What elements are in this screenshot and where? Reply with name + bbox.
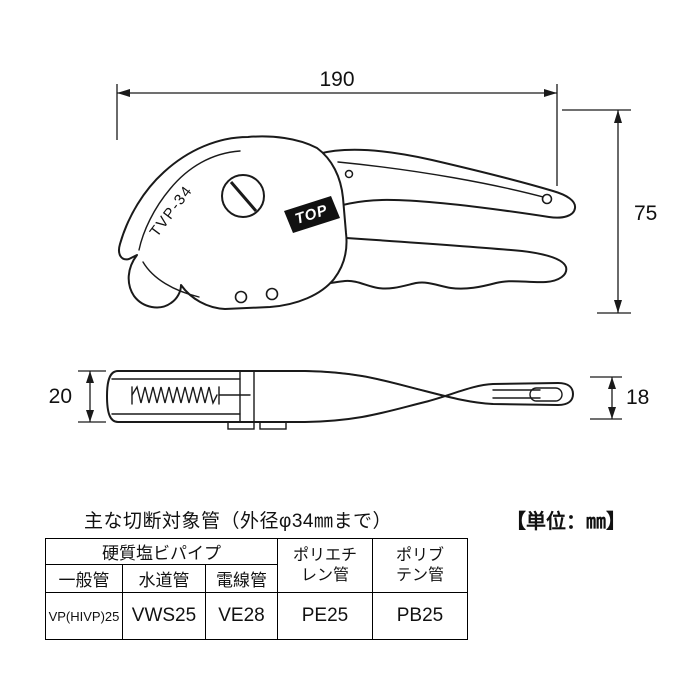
ratchet-tooth-right — [259, 421, 287, 430]
upper-handle — [317, 148, 577, 219]
spring — [131, 385, 251, 406]
header-polyethylene: ポリエチ レン管 — [277, 538, 373, 593]
handle-screw — [344, 169, 354, 179]
dimension-handle-width-label: 18 — [626, 386, 649, 409]
dimension-height: 75 — [562, 109, 657, 314]
value-polyethylene: PE25 — [277, 592, 373, 640]
rivet-left — [234, 290, 248, 304]
dimension-height-label: 75 — [634, 202, 657, 225]
technical-drawing: 190 75 — [49, 68, 657, 430]
target-pipes-caption: 主な切断対象管（外径φ34㎜まで） — [84, 511, 392, 532]
bottom-view — [106, 370, 574, 430]
rivet-right — [265, 287, 279, 301]
unit-caption: 【単位：㎜】 — [506, 511, 626, 533]
value-polybutene: PB25 — [372, 592, 468, 640]
handle-end-pin — [529, 387, 563, 402]
side-view: TVP-34 TOP — [118, 135, 577, 310]
header-pvc-group: 硬質塩ビパイプ — [45, 538, 278, 565]
dimension-length-label: 190 — [319, 68, 354, 91]
subheader-general-pipe: 一般管 — [45, 564, 123, 593]
subheader-conduit-pipe: 電線管 — [205, 564, 278, 593]
pivot-screw — [221, 174, 265, 218]
ratchet-tooth-left — [227, 421, 255, 430]
dimension-head-width-label: 20 — [49, 385, 72, 408]
dimension-handle-width: 18 — [590, 376, 649, 420]
value-water-pipe: VWS25 — [122, 592, 206, 640]
subheader-water-pipe: 水道管 — [122, 564, 206, 593]
cutter-head — [118, 135, 348, 310]
dimension-head-width: 20 — [49, 370, 106, 423]
header-polybutene: ポリブ テン管 — [372, 538, 468, 593]
handle-tip-hole — [541, 193, 553, 205]
value-conduit-pipe: VE28 — [205, 592, 278, 640]
value-general-pipe: VP(HIVP)25 — [45, 592, 123, 640]
cutting-spec-table: 硬質塩ビパイプ ポリエチ レン管 ポリブ テン管 一般管 水道管 電線管 VP(… — [45, 538, 468, 640]
dimension-length: 190 — [116, 68, 558, 186]
